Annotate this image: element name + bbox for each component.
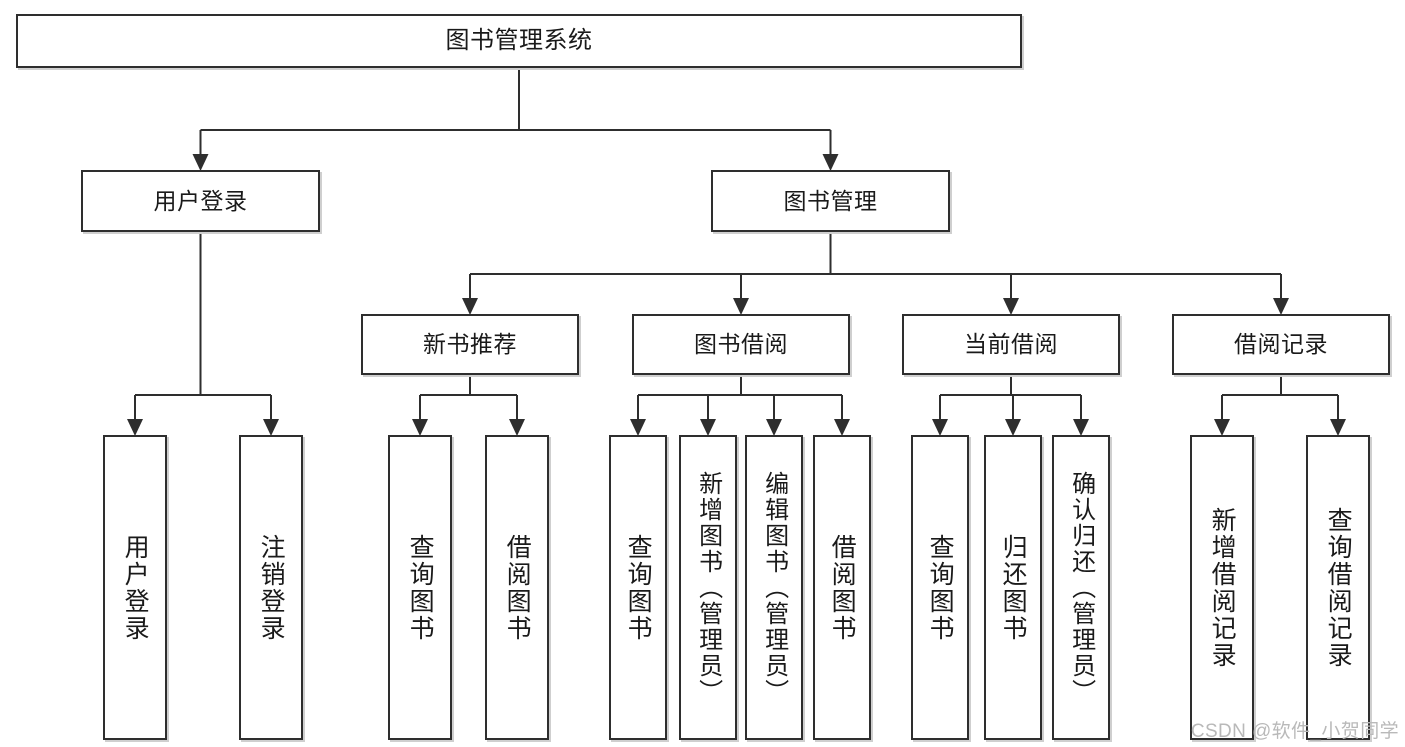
arrowhead <box>733 298 749 315</box>
node-label: 确认归还（管理员） <box>1067 470 1095 705</box>
node-label: 新增图书（管理员） <box>694 470 722 705</box>
node-label: 注销登录 <box>257 533 286 642</box>
node-newrec[interactable]: 新书推荐 <box>361 314 579 375</box>
arrowhead <box>127 419 143 436</box>
node-l2[interactable]: 注销登录 <box>239 435 303 740</box>
node-login[interactable]: 用户登录 <box>81 170 320 232</box>
node-label: 借阅图书 <box>503 533 532 642</box>
arrowhead <box>1003 298 1019 315</box>
node-label: 图书管理 <box>783 187 878 214</box>
node-label: 图书借阅 <box>694 331 788 357</box>
node-bookmgr[interactable]: 图书管理 <box>711 170 950 232</box>
node-label: 查询图书 <box>926 533 955 642</box>
node-current[interactable]: 当前借阅 <box>902 314 1120 375</box>
node-l11[interactable]: 确认归还（管理员） <box>1052 435 1110 740</box>
arrowhead <box>700 419 716 436</box>
arrowhead <box>822 154 839 171</box>
node-l4[interactable]: 借阅图书 <box>485 435 549 740</box>
arrowhead <box>1273 298 1289 315</box>
node-label: 用户登录 <box>121 533 150 642</box>
node-l10[interactable]: 归还图书 <box>984 435 1042 740</box>
node-label: 图书管理系统 <box>445 27 593 54</box>
node-label: 查询图书 <box>406 533 435 642</box>
arrowhead <box>630 419 646 436</box>
node-label: 编辑图书（管理员） <box>760 470 788 705</box>
node-l5[interactable]: 查询图书 <box>609 435 667 740</box>
node-l9[interactable]: 查询图书 <box>911 435 969 740</box>
arrowhead <box>1214 419 1230 436</box>
node-l8[interactable]: 借阅图书 <box>813 435 871 740</box>
node-l3[interactable]: 查询图书 <box>388 435 452 740</box>
node-history[interactable]: 借阅记录 <box>1172 314 1390 375</box>
node-label: 借阅记录 <box>1234 331 1328 357</box>
node-label: 新增借阅记录 <box>1208 506 1237 669</box>
node-label: 查询借阅记录 <box>1324 506 1353 669</box>
node-label: 借阅图书 <box>828 533 857 642</box>
node-label: 归还图书 <box>999 533 1028 642</box>
arrowhead <box>462 298 478 315</box>
node-l7[interactable]: 编辑图书（管理员） <box>745 435 803 740</box>
node-label: 用户登录 <box>153 187 248 214</box>
arrowhead <box>1073 419 1089 436</box>
arrowhead <box>932 419 948 436</box>
arrowhead <box>834 419 850 436</box>
arrowhead <box>1005 419 1021 436</box>
arrowhead <box>766 419 782 436</box>
node-l12[interactable]: 新增借阅记录 <box>1190 435 1254 740</box>
node-root[interactable]: 图书管理系统 <box>16 14 1022 68</box>
watermark: CSDN @软件_小贺同学 <box>1190 721 1399 742</box>
node-label: 查询图书 <box>624 533 653 642</box>
node-borrow[interactable]: 图书借阅 <box>632 314 850 375</box>
arrowhead <box>412 419 428 436</box>
arrowhead <box>1330 419 1346 436</box>
node-label: 当前借阅 <box>964 331 1058 357</box>
arrowhead <box>192 154 209 171</box>
node-l1[interactable]: 用户登录 <box>103 435 167 740</box>
node-l13[interactable]: 查询借阅记录 <box>1306 435 1370 740</box>
arrowhead <box>509 419 525 436</box>
node-label: 新书推荐 <box>423 331 517 357</box>
node-l6[interactable]: 新增图书（管理员） <box>679 435 737 740</box>
arrowhead <box>263 419 279 436</box>
